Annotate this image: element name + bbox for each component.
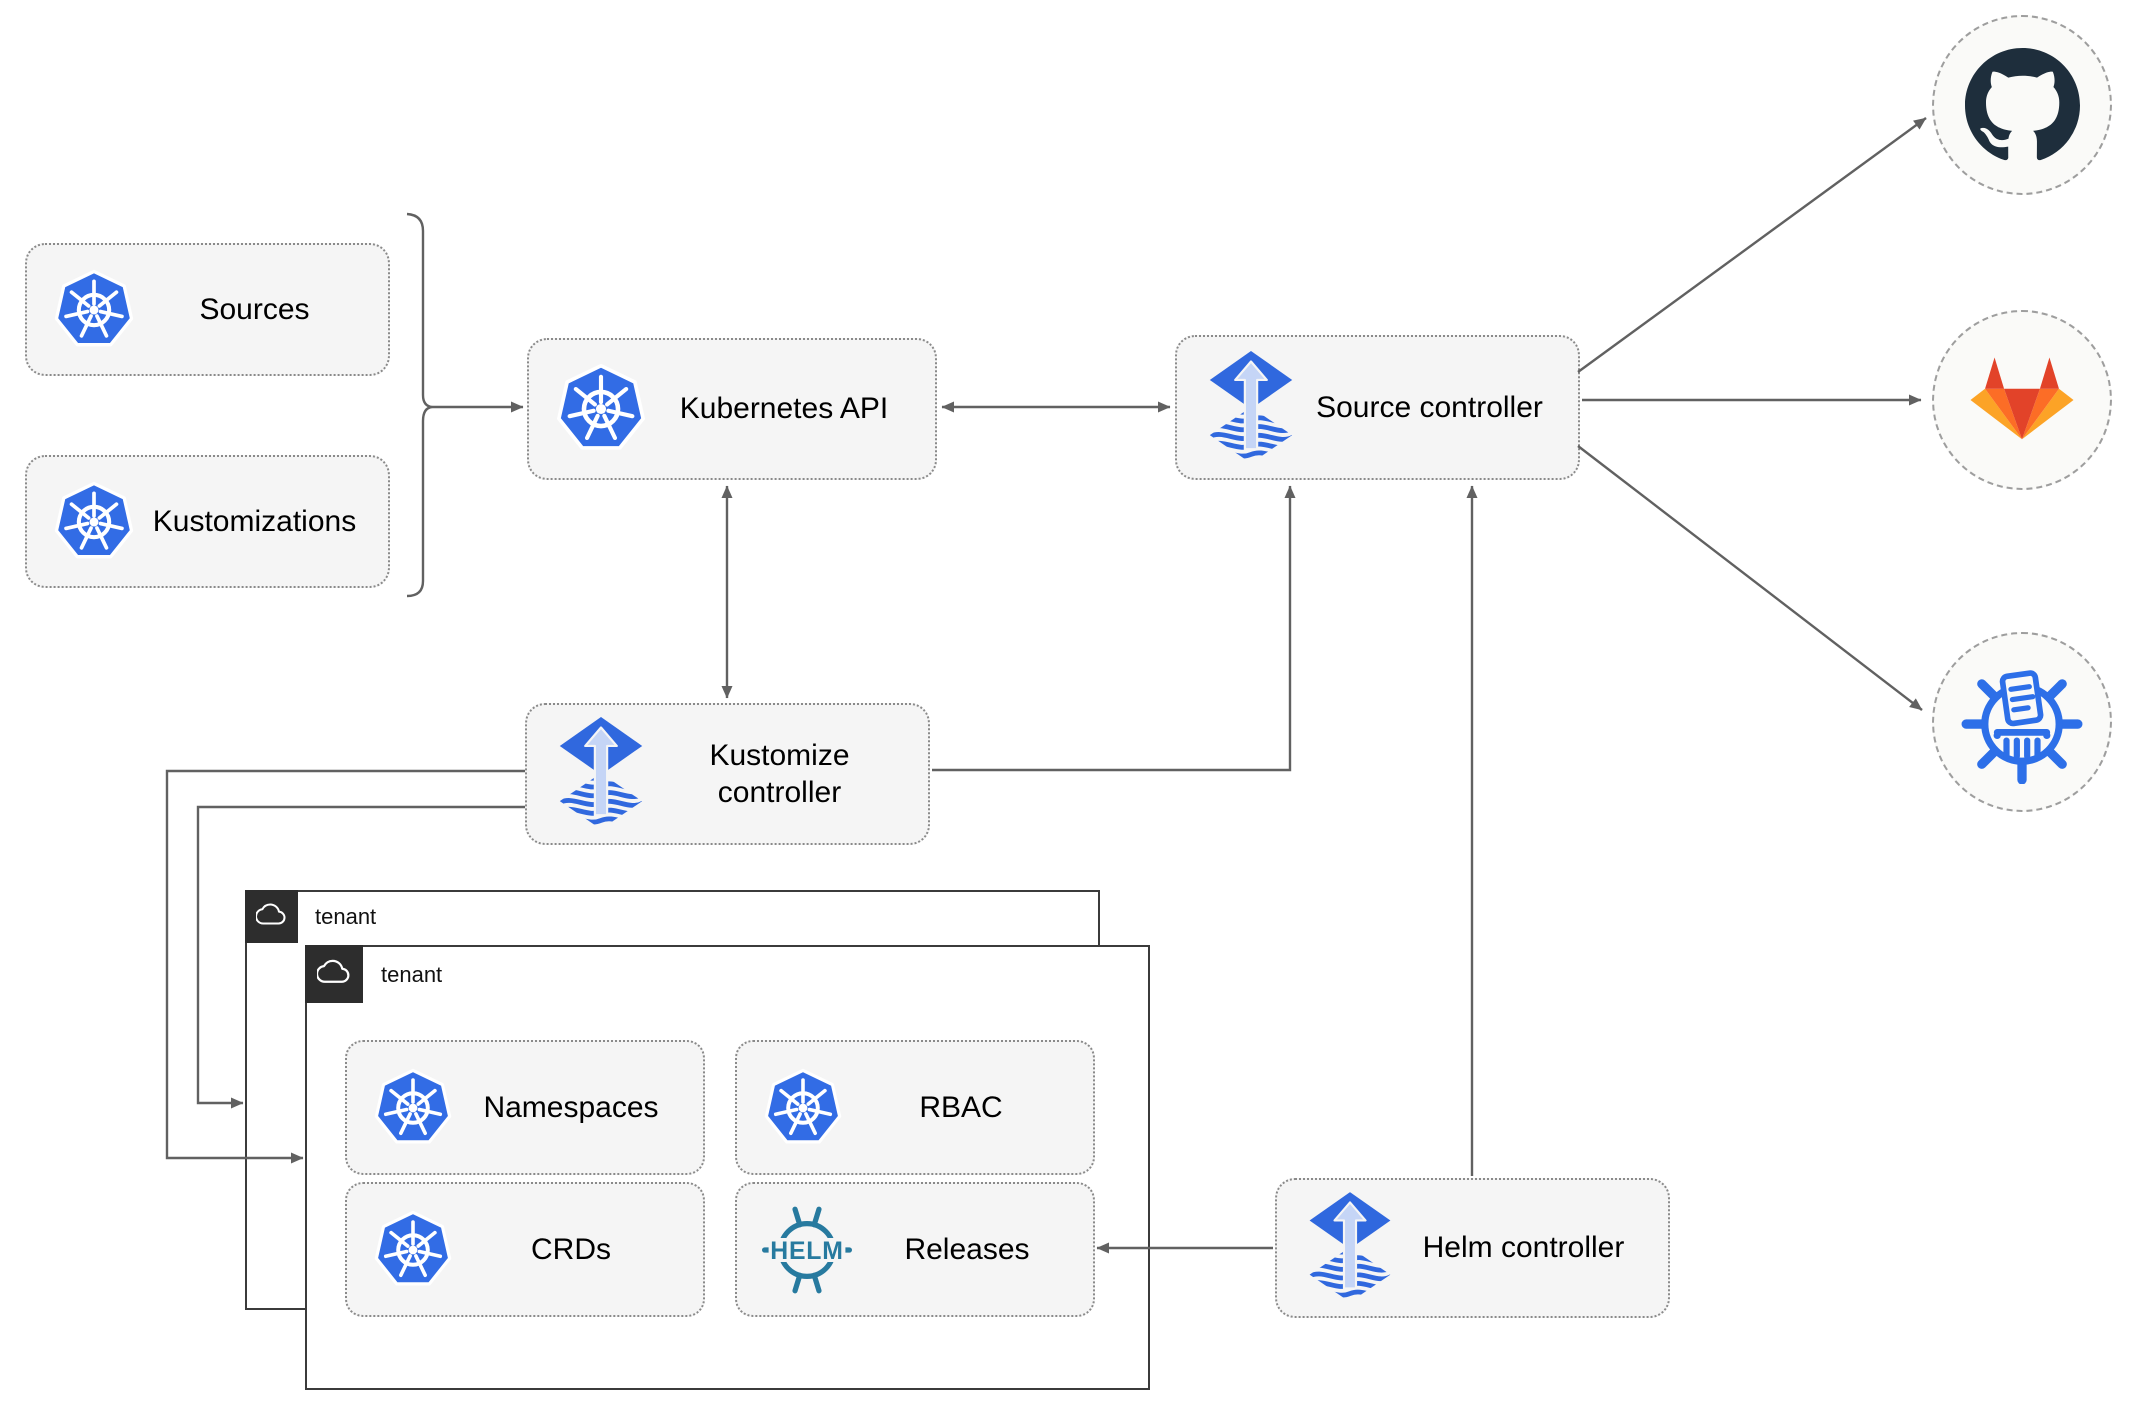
node-namespaces-label: Namespaces xyxy=(483,1090,659,1124)
node-helm-controller-label: Helm controller xyxy=(1422,1231,1625,1265)
node-releases-label: Releases xyxy=(904,1232,1030,1266)
node-kustomizations-label: Kustomizations xyxy=(152,504,357,538)
kubernetes-icon xyxy=(555,363,647,455)
node-releases: HELM Releases xyxy=(735,1182,1095,1317)
kubernetes-icon xyxy=(53,269,135,351)
flux-icon xyxy=(1207,351,1295,465)
cloud-icon xyxy=(317,957,350,990)
flux-icon xyxy=(1307,1192,1393,1304)
node-rbac: RBAC xyxy=(735,1040,1095,1175)
node-kustomize-controller: Kustomize controller xyxy=(525,703,930,845)
node-kustomizations: Kustomizations xyxy=(25,455,390,588)
node-rbac-label: RBAC xyxy=(919,1090,1003,1124)
node-kustomize-controller-label: Kustomize controller xyxy=(709,738,850,810)
node-kubernetes-api: Kubernetes API xyxy=(527,338,937,480)
cloud-icon xyxy=(256,901,286,931)
node-source-controller-label: Source controller xyxy=(1316,390,1543,424)
helm-icon: HELM xyxy=(759,1202,855,1298)
node-sources-label: Sources xyxy=(199,292,310,326)
node-crds-label: CRDs xyxy=(531,1232,611,1266)
tenant-front-label: tenant xyxy=(381,961,443,987)
github-icon xyxy=(1965,48,2080,163)
endpoint-github xyxy=(1932,15,2112,195)
flux-icon xyxy=(557,717,645,831)
node-kubernetes-api-label: Kubernetes API xyxy=(679,392,889,426)
kubernetes-icon xyxy=(53,481,135,563)
edge-source-controller-to-github xyxy=(1577,117,1927,373)
helm-logo-text: HELM xyxy=(770,1237,843,1264)
gitlab-icon xyxy=(1966,354,2078,446)
tenant-back-tab xyxy=(244,889,298,943)
node-namespaces: Namespaces xyxy=(345,1040,705,1175)
tenant-front-tab xyxy=(304,944,363,1003)
node-source-controller: Source controller xyxy=(1175,335,1580,480)
tenant-back-label: tenant xyxy=(315,904,377,929)
brace-sources-kustomizations xyxy=(406,212,433,598)
node-crds: CRDs xyxy=(345,1182,705,1317)
kubernetes-icon xyxy=(373,1068,453,1148)
kubernetes-icon xyxy=(763,1068,843,1148)
edge-source-controller-to-chartmuseum xyxy=(1577,445,1923,711)
kubernetes-icon xyxy=(373,1210,453,1290)
endpoint-gitlab xyxy=(1932,310,2112,490)
endpoint-chartmuseum xyxy=(1932,632,2112,812)
node-helm-controller: Helm controller xyxy=(1275,1178,1670,1318)
edge-kustomize-to-source-controller xyxy=(932,485,1296,772)
chartmuseum-icon xyxy=(1960,660,2084,784)
node-sources: Sources xyxy=(25,243,390,376)
